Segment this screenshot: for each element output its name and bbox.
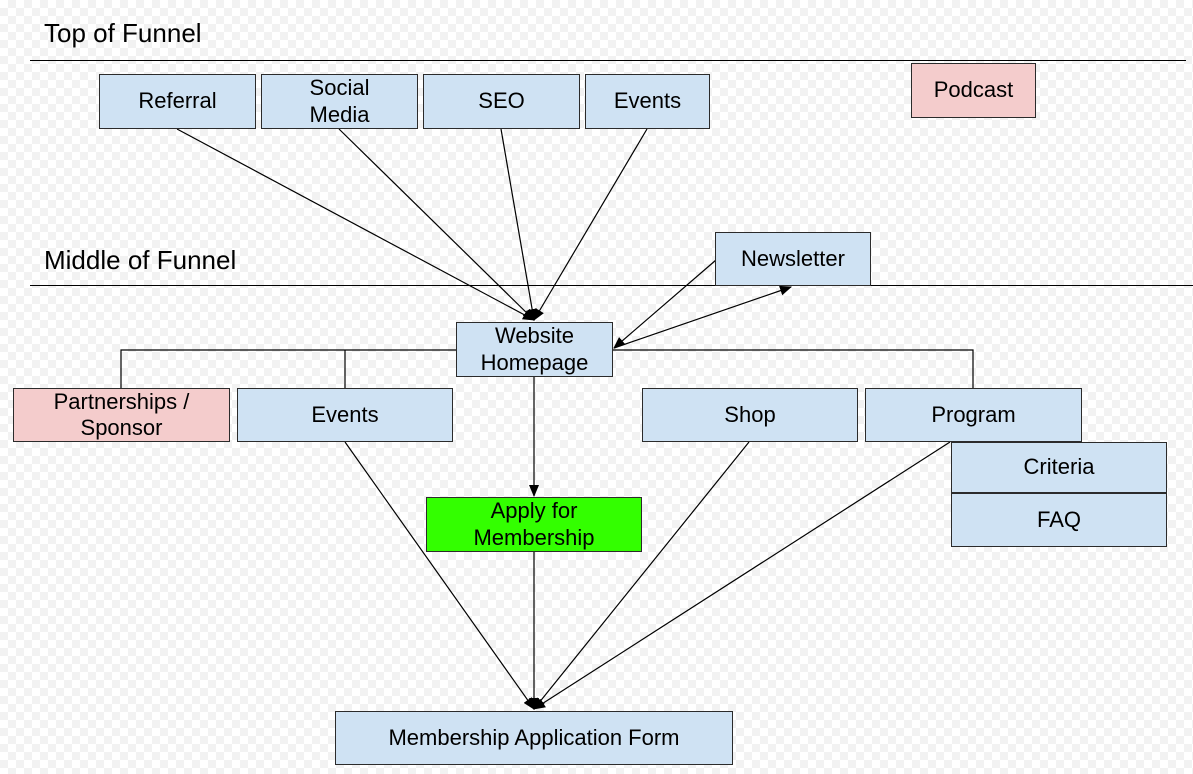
criteria-label: Criteria <box>1023 454 1095 480</box>
edge-newsletter-to-homepage <box>613 259 717 349</box>
edge-social-media-to-homepage <box>338 128 535 321</box>
edge-referral-to-homepage <box>176 128 535 321</box>
referral-node: Referral <box>99 74 256 129</box>
seo-node: SEO <box>423 74 580 129</box>
edge-seo-to-homepage <box>500 128 538 321</box>
program-node: Program <box>865 388 1082 442</box>
membership-application-form-label: Membership Application Form <box>388 724 680 750</box>
edge-shop-to-form <box>533 441 750 710</box>
podcast-label: Podcast <box>933 77 1014 103</box>
program-label: Program <box>931 401 1016 427</box>
events-mid-label: Events <box>311 401 379 427</box>
edge-events-to-form <box>344 441 535 710</box>
edge-homepage-to-partnerships <box>120 349 456 388</box>
events-mid-node: Events <box>237 388 453 442</box>
social-media-node: Social Media <box>261 74 418 129</box>
criteria-node: Criteria <box>951 442 1167 493</box>
faq-node: FAQ <box>951 493 1167 547</box>
seo-label: SEO <box>478 88 525 114</box>
edge-homepage-to-program <box>613 349 974 388</box>
events-top-label: Events <box>613 88 682 114</box>
website-homepage-label: Website Homepage <box>480 323 589 375</box>
middle-of-funnel-label: Middle of Funnel <box>44 245 237 275</box>
top-of-funnel-divider <box>30 60 1186 61</box>
edge-homepage-to-newsletter <box>613 285 792 349</box>
edge-events-to-homepage <box>533 128 648 321</box>
shop-node: Shop <box>642 388 858 442</box>
partnerships-sponsor-node: Partnerships / Sponsor <box>13 388 230 442</box>
social-media-label: Social Media <box>309 75 370 127</box>
faq-label: FAQ <box>1036 506 1081 532</box>
edge-program-to-form <box>533 441 951 710</box>
middle-of-funnel-divider <box>30 285 1193 286</box>
shop-label: Shop <box>724 401 776 427</box>
website-homepage-node: Website Homepage <box>456 322 613 377</box>
events-top-node: Events <box>585 74 710 129</box>
apply-for-membership-node: Apply for Membership <box>426 497 642 552</box>
referral-label: Referral <box>138 88 217 114</box>
newsletter-label: Newsletter <box>741 245 845 271</box>
membership-application-form-node: Membership Application Form <box>335 711 733 765</box>
podcast-node: Podcast <box>911 63 1036 118</box>
apply-for-membership-label: Apply for Membership <box>473 498 595 550</box>
newsletter-node: Newsletter <box>715 232 871 286</box>
top-of-funnel-label: Top of Funnel <box>44 18 202 48</box>
partnerships-sponsor-label: Partnerships / Sponsor <box>53 388 190 440</box>
